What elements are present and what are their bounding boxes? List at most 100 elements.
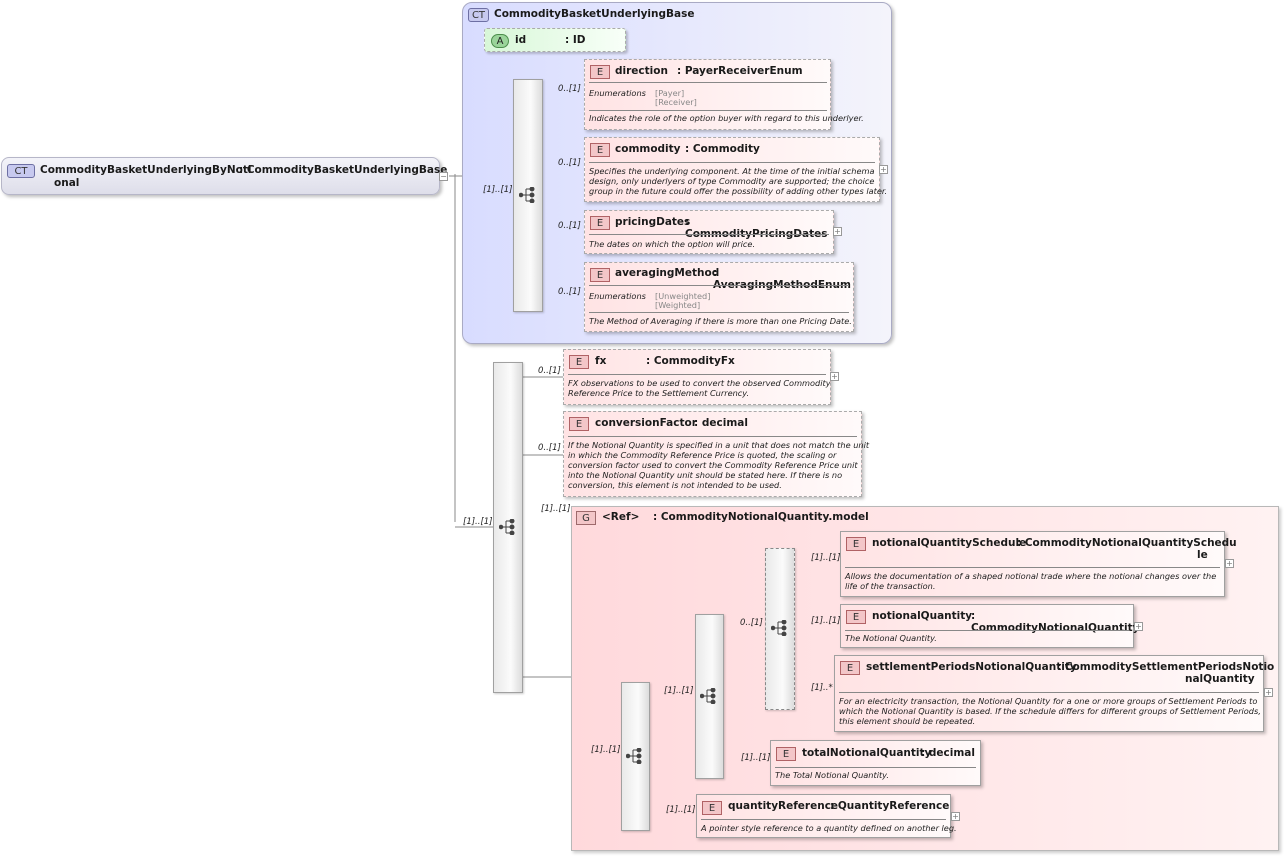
element-type: : decimal xyxy=(694,417,748,429)
element-doc-line: conversion factor used to convert the Co… xyxy=(568,460,858,470)
element-name: totalNotionalQuantity xyxy=(802,747,932,759)
element-doc-line: in which the Commodity Reference Price i… xyxy=(568,450,837,460)
element-doc: A pointer style reference to a quantity … xyxy=(701,823,957,833)
element-doc: The Method of Averaging if there is more… xyxy=(589,316,852,326)
enumerations-label: Enumerations xyxy=(589,88,646,98)
group-ref: <Ref> xyxy=(602,511,640,523)
element-doc-line: which the Notional Quantity is based. If… xyxy=(839,706,1261,716)
expand-icon[interactable]: + xyxy=(879,165,888,174)
element-type: : AveragingMethodEnum xyxy=(713,267,851,291)
element-type-continuation: le xyxy=(1197,549,1208,561)
element-name: direction xyxy=(615,65,668,77)
nq-multiplicity: [1]..[1] xyxy=(811,616,841,626)
element-name: averagingMethod xyxy=(615,267,720,279)
enum-value: [Weighted] xyxy=(655,300,701,310)
element-type: : CommodityPricingDates xyxy=(685,216,828,240)
attribute-name: id xyxy=(515,34,527,46)
choice-icon xyxy=(770,619,789,637)
element-doc: The Notional Quantity. xyxy=(845,633,937,643)
element-settlement-periods-notional-quantity[interactable]: E settlementPeriodsNotionalQuantity : Co… xyxy=(834,655,1274,732)
expand-icon[interactable]: + xyxy=(1264,688,1273,697)
element-doc-line: conversion, this element is not intended… xyxy=(568,480,782,490)
nqs-multiplicity: [1]..[1] xyxy=(811,553,841,563)
element-name: fx xyxy=(595,355,607,367)
element-quantity-reference[interactable]: E quantityReference : QuantityReference … xyxy=(696,794,957,838)
element-badge: E xyxy=(702,801,722,815)
element-type: : PayerReceiverEnum xyxy=(677,65,803,77)
expand-icon[interactable]: + xyxy=(830,372,839,381)
element-name: pricingDates xyxy=(615,216,691,228)
element-averaging-method[interactable]: E averagingMethod : AveragingMethodEnum … xyxy=(584,262,854,332)
element-doc-line: design, only underlyers of type Commodit… xyxy=(589,176,875,186)
group-type: : CommodityNotionalQuantity.model xyxy=(653,511,869,523)
commodity-multiplicity: 0..[1] xyxy=(558,158,581,168)
sequence-icon xyxy=(625,747,644,765)
choice-compositor[interactable] xyxy=(765,548,795,710)
spnq-multiplicity: [1]..* xyxy=(811,683,833,693)
sequence-icon xyxy=(518,186,537,204)
element-commodity[interactable]: E commodity : Commodity Specifies the un… xyxy=(584,137,887,202)
element-fx[interactable]: E fx : CommodityFx FX observations to be… xyxy=(563,349,831,405)
element-badge: E xyxy=(846,610,866,624)
choice-multiplicity: 0..[1] xyxy=(740,618,763,628)
element-badge: E xyxy=(776,747,796,761)
element-doc-line: FX observations to be used to convert th… xyxy=(568,378,831,388)
expand-icon[interactable]: + xyxy=(833,227,842,236)
element-badge: E xyxy=(590,268,610,282)
element-doc-line: Reference Price to the Settlement Curren… xyxy=(568,388,750,398)
enum-value: [Payer] xyxy=(655,88,685,98)
element-conversion-factor[interactable]: E conversionFactor : decimal If the Noti… xyxy=(563,411,869,497)
element-name: notionalQuantity xyxy=(872,610,973,622)
element-type: : Commodity xyxy=(685,143,760,155)
element-doc: The dates on which the option will price… xyxy=(589,239,756,249)
collapse-icon[interactable]: − xyxy=(439,172,448,181)
element-badge: E xyxy=(590,216,610,230)
element-badge: E xyxy=(590,143,610,157)
element-name: settlementPeriodsNotionalQuantity xyxy=(866,661,1077,673)
element-badge: E xyxy=(569,417,589,431)
element-direction[interactable]: E direction : PayerReceiverEnum Enumerat… xyxy=(584,59,864,130)
sequence-icon xyxy=(498,518,517,536)
element-doc-line: this element should be repeated. xyxy=(839,716,976,726)
expand-icon[interactable]: + xyxy=(1225,559,1234,568)
element-doc-line: into the Notional Quantity unit should b… xyxy=(568,470,843,480)
element-doc-line: Allows the documentation of a shaped not… xyxy=(845,571,1217,581)
sequence-icon xyxy=(699,687,718,705)
outer-sequence-multiplicity: [1]..[1] xyxy=(463,517,493,527)
attribute-id[interactable]: A id : ID xyxy=(484,28,626,52)
element-name: quantityReference xyxy=(728,800,839,812)
conversion-multiplicity: 0..[1] xyxy=(538,443,561,453)
root-type: : CommodityBasketUnderlyingBase xyxy=(239,164,448,176)
element-notional-quantity-schedule[interactable]: E notionalQuantitySchedule : CommodityNo… xyxy=(840,531,1237,597)
expand-icon[interactable]: + xyxy=(1134,622,1143,631)
qref-multiplicity: [1]..[1] xyxy=(666,805,696,815)
enum-value: [Receiver] xyxy=(655,97,697,107)
element-doc: The Total Notional Quantity. xyxy=(775,770,889,780)
direction-multiplicity: 0..[1] xyxy=(558,84,581,94)
element-doc-line: group in the future could offer the poss… xyxy=(589,186,888,196)
element-type: : QuantityReference xyxy=(830,800,950,812)
root-name-continuation: onal xyxy=(54,177,80,189)
element-type: : CommodityNotionalQuantitySchedu xyxy=(1017,537,1237,549)
base-sequence[interactable] xyxy=(513,79,543,312)
element-doc-line: life of the transaction. xyxy=(845,581,936,591)
element-type: : CommodityFx xyxy=(646,355,735,367)
tnq-multiplicity: [1]..[1] xyxy=(741,753,771,763)
element-doc-line: For an electricity transaction, the Noti… xyxy=(839,696,1258,706)
root-complex-type[interactable]: CT CommodityBasketUnderlyingByNoti onal … xyxy=(1,157,447,195)
base-title: CommodityBasketUnderlyingBase xyxy=(494,8,695,20)
expand-icon[interactable]: + xyxy=(951,812,960,821)
element-total-notional-quantity[interactable]: E totalNotionalQuantity : decimal The To… xyxy=(770,740,981,786)
inner-sequence-multiplicity: [1]..[1] xyxy=(664,686,694,696)
pricingdates-multiplicity: 0..[1] xyxy=(558,221,581,231)
element-name: commodity xyxy=(615,143,681,155)
attribute-badge: A xyxy=(491,34,509,48)
averaging-multiplicity: 0..[1] xyxy=(558,287,581,297)
root-name: CommodityBasketUnderlyingByNoti xyxy=(40,164,252,176)
element-badge: E xyxy=(569,355,589,369)
complex-type-badge: CT xyxy=(7,164,35,178)
enum-value: [Unweighted] xyxy=(655,291,711,301)
element-notional-quantity[interactable]: E notionalQuantity : CommodityNotionalQu… xyxy=(840,604,1139,648)
element-pricing-dates[interactable]: E pricingDates : CommodityPricingDates T… xyxy=(584,210,834,254)
element-type: : CommodityNotionalQuantity xyxy=(971,610,1140,634)
